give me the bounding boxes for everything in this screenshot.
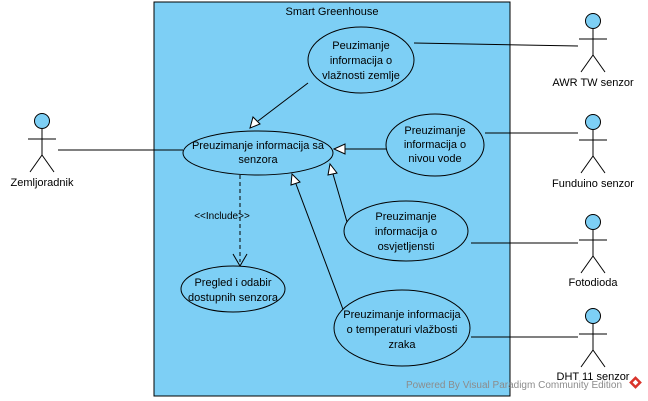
svg-text:informacija o: informacija o bbox=[330, 55, 392, 67]
svg-text:nivou vode: nivou vode bbox=[408, 153, 461, 165]
svg-text:Preuzimanje: Preuzimanje bbox=[375, 211, 436, 223]
actor-awr[interactable] bbox=[579, 13, 607, 73]
usecase-vlaznost-zemlje[interactable]: Peuzimanje informacija o vlažnosti zemlj… bbox=[307, 26, 415, 94]
svg-text:o temperaturi vlažbosti: o temperaturi vlažbosti bbox=[347, 324, 458, 336]
usecase-pregled-senzora[interactable]: Pregled i odabir dostupnih senzora bbox=[180, 265, 286, 313]
system-title: Smart Greenhouse bbox=[286, 6, 379, 18]
svg-text:Preuzimanje informacija sa: Preuzimanje informacija sa bbox=[192, 140, 325, 152]
watermark-text: Powered By Visual Paradigm Community Edi… bbox=[406, 380, 622, 391]
usecase-temperatura-vlaznost[interactable]: Preuzimanje informacija o temperaturi vl… bbox=[333, 289, 471, 367]
actor-zemljoradnik[interactable] bbox=[28, 113, 56, 173]
svg-text:dostupnih senzora: dostupnih senzora bbox=[188, 292, 279, 304]
svg-text:Preuzimanje informacija: Preuzimanje informacija bbox=[343, 309, 461, 321]
include-label: <<Include>> bbox=[194, 211, 250, 222]
actor-head bbox=[585, 13, 601, 29]
actor-name-dht: DHT 11 senzor bbox=[557, 371, 630, 383]
generalization-svjetlost bbox=[327, 162, 348, 223]
actor-name-fotodioda: Fotodioda bbox=[569, 277, 619, 289]
actor-name-awr: AWR TW senzor bbox=[552, 77, 634, 89]
usecase-informacije-senzori[interactable]: Preuzimanje informacija sa senzora bbox=[182, 130, 334, 176]
actor-head bbox=[585, 214, 601, 230]
generalization-voda bbox=[332, 143, 387, 155]
svg-text:vlažnosti zemlje: vlažnosti zemlje bbox=[322, 70, 400, 82]
association-awr-zemlja bbox=[413, 42, 579, 47]
svg-text:informacija o: informacija o bbox=[404, 139, 466, 151]
actor-head bbox=[585, 308, 601, 324]
actor-funduino[interactable] bbox=[579, 114, 607, 174]
svg-text:Pregled i odabir: Pregled i odabir bbox=[194, 277, 271, 289]
actor-name-zemljoradnik: Zemljoradnik bbox=[11, 177, 74, 189]
actor-dht[interactable] bbox=[579, 308, 607, 368]
svg-text:Peuzimanje: Peuzimanje bbox=[332, 40, 389, 52]
svg-text:Preuzimanje: Preuzimanje bbox=[404, 125, 465, 137]
generalization-zemlja bbox=[249, 82, 309, 129]
svg-text:informacija o: informacija o bbox=[375, 226, 437, 238]
actor-name-funduino: Funduino senzor bbox=[552, 178, 634, 190]
usecase-osvjetljenost[interactable]: Preuzimanje informacija o osvjetljensti bbox=[343, 200, 469, 262]
svg-text:zraka: zraka bbox=[389, 339, 417, 351]
visual-paradigm-logo-icon bbox=[629, 376, 642, 389]
svg-text:senzora: senzora bbox=[238, 154, 278, 166]
actor-head bbox=[585, 114, 601, 130]
actor-fotodioda[interactable] bbox=[579, 214, 607, 274]
generalization-temp bbox=[290, 172, 345, 313]
actor-head bbox=[34, 113, 50, 129]
usecase-nivo-vode[interactable]: Preuzimanje informacija o nivou vode bbox=[385, 113, 485, 177]
svg-text:osvjetljensti: osvjetljensti bbox=[378, 241, 435, 253]
